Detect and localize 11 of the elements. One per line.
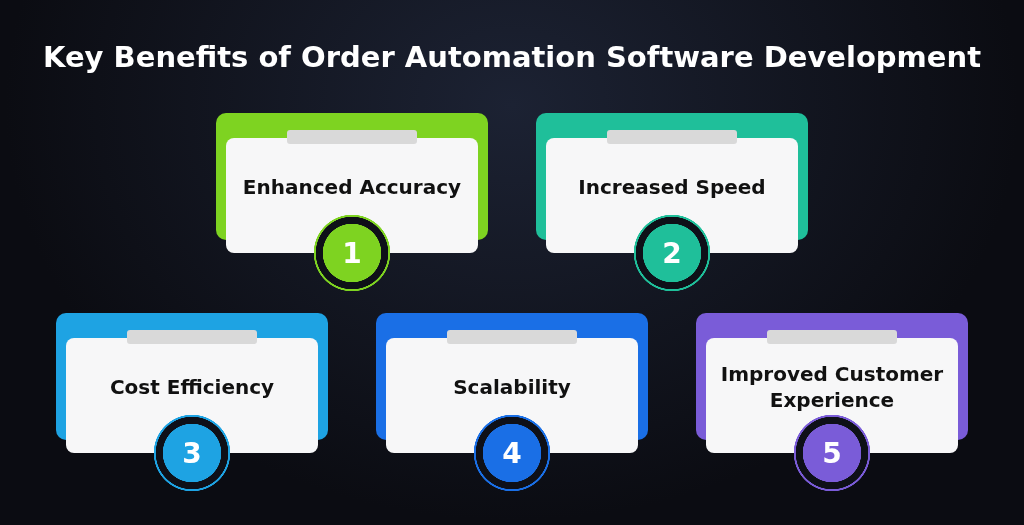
benefit-label: Scalability xyxy=(453,373,571,400)
number-badge: 1 xyxy=(313,214,391,292)
number-badge: 2 xyxy=(633,214,711,292)
number-badge: 4 xyxy=(473,414,551,492)
page-title: Key Benefits of Order Automation Software Development xyxy=(43,40,981,74)
benefit-label: Improved Customer Experience xyxy=(719,360,945,413)
benefit-label: Cost Efficiency xyxy=(109,373,275,400)
benefit-label: Enhanced Accuracy xyxy=(242,173,462,200)
number-badge: 5 xyxy=(793,414,871,492)
number-badge: 3 xyxy=(153,414,231,492)
benefit-label: Increased Speed xyxy=(578,173,766,200)
